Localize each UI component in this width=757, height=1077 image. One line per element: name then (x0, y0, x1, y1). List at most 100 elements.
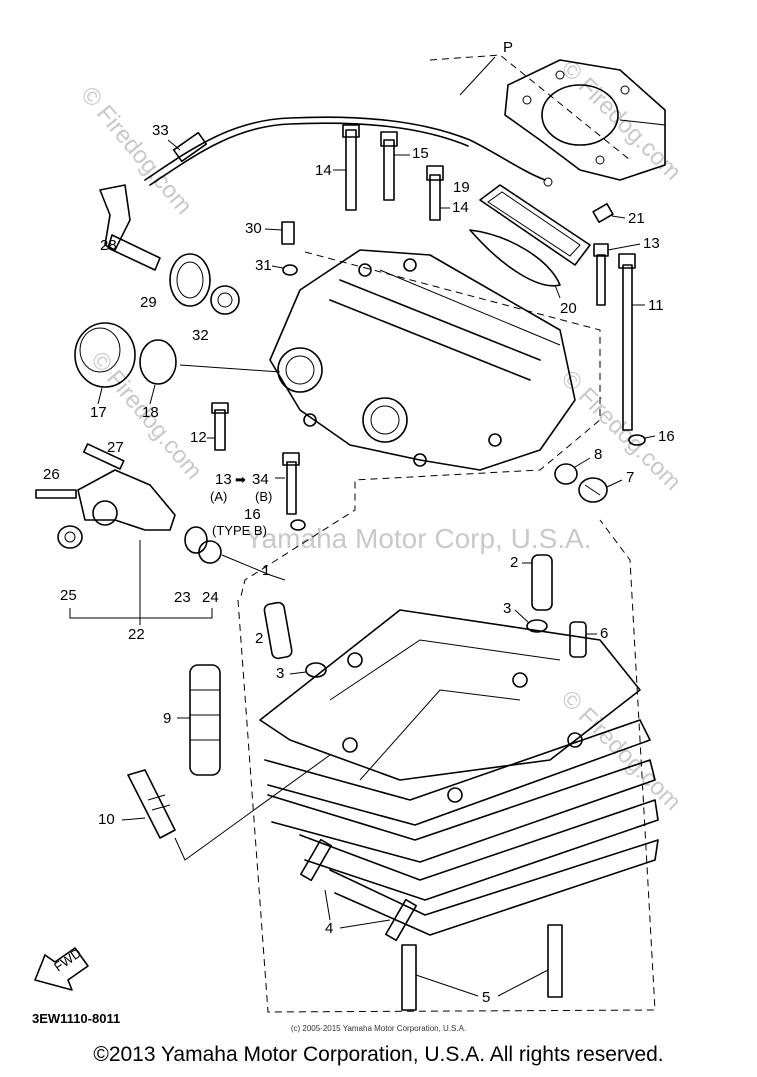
callout-14a: 14 (315, 162, 332, 179)
gasket-outline (504, 59, 666, 181)
cover-boss-2 (403, 258, 417, 272)
camshaft-bore-left (277, 347, 323, 393)
callout-4: 4 (325, 920, 333, 937)
callout-29: 29 (140, 294, 157, 311)
cover-boss-4 (303, 413, 317, 427)
callout-34: 34 (252, 471, 269, 488)
callout-p: P (503, 39, 513, 56)
cylinder-head: 1 (259, 562, 659, 936)
bolt-15 (383, 139, 395, 201)
top-bolts: 14 15 14 30 31 (245, 124, 469, 276)
callout-17: 17 (90, 404, 107, 421)
spark-plug-10-hex (147, 794, 171, 811)
gasket-tab (619, 119, 666, 150)
guide-2-left (263, 601, 293, 660)
small-copyright: (c) 2005-2015 Yamaha Motor Corporation, … (290, 1024, 467, 1033)
cover-gasket: 19 20 21 (453, 179, 645, 317)
bolt-14a (345, 129, 357, 211)
bolt-26 (35, 489, 77, 499)
callout-18: 18 (142, 404, 159, 421)
callout-16a: 16 (658, 428, 675, 445)
bolt-14a-head (342, 124, 360, 138)
head-gasket-p: P (459, 39, 666, 181)
fwd-label: FWD (51, 945, 84, 974)
callout-3a: 3 (276, 665, 284, 682)
plug-assembly: 8 7 (554, 446, 634, 503)
guide-2-right (531, 554, 553, 611)
head-boss-4 (567, 732, 583, 748)
callout-a: (A) (210, 489, 227, 504)
cover-boss-5 (413, 453, 427, 467)
seal-32-inner (217, 292, 233, 308)
leader-13a (607, 243, 641, 251)
head-boss-3 (447, 787, 463, 803)
cable-outer (149, 122, 469, 186)
bolt-12-group: 12 (190, 402, 229, 451)
stud-4a (300, 838, 332, 882)
callout-11: 11 (648, 297, 664, 314)
cover-body (269, 249, 576, 471)
watermark-firedog-top: © Firedog.com (75, 82, 197, 220)
lever-shaft (107, 234, 161, 271)
gasket-boundary (429, 54, 631, 161)
cover-ridge-2 (329, 299, 531, 381)
callout-16b: 16 (244, 506, 261, 523)
leader-21 (611, 215, 626, 219)
cover-ridge-3 (379, 269, 561, 346)
callout-2a: 2 (255, 630, 263, 647)
cap-17 (74, 322, 136, 388)
callout-10: 10 (98, 811, 115, 828)
head-boundary (237, 519, 656, 1013)
callout-24: 24 (202, 589, 219, 606)
gasket-bore (541, 84, 619, 146)
callout-typeb: (TYPE B) (212, 523, 267, 538)
callout-15: 15 (412, 145, 429, 162)
cover-ridge-1 (339, 279, 541, 361)
callout-31: 31 (255, 257, 272, 274)
leader-1 (269, 574, 286, 581)
callout-3b: 3 (503, 600, 511, 617)
callout-25: 25 (60, 587, 77, 604)
bolt-15-head (380, 131, 398, 147)
callout-30: 30 (245, 220, 262, 237)
callout-6: 6 (600, 625, 608, 642)
callout-12: 12 (190, 429, 207, 446)
leader-5 (415, 969, 549, 997)
leader-7 (606, 479, 623, 488)
plug-7-slot (584, 484, 601, 496)
housing-body (77, 469, 176, 531)
head-cover (269, 249, 576, 471)
cap-17-top (79, 327, 121, 373)
callout-21: 21 (628, 210, 645, 227)
callout-28: 28 (100, 237, 117, 254)
bolt-13b-head (282, 452, 300, 466)
cap-assembly: 17 18 (74, 322, 281, 421)
oring-20 (469, 229, 561, 287)
leader-17 (97, 387, 103, 405)
housing-port (92, 500, 118, 526)
leader-3b (514, 609, 529, 623)
callout-7: 7 (626, 469, 634, 486)
gasket-19 (479, 184, 591, 266)
bolt-12-head (211, 402, 229, 414)
camshaft-bore-left-inner (285, 355, 315, 385)
leader-cap-to-head (179, 364, 281, 373)
cover-boss-1 (358, 263, 372, 277)
gasket-hole-4 (595, 155, 605, 165)
gasket-19-inner (487, 191, 581, 257)
parts-diagram: © Firedog.com © Firedog.com © Firedog.co… (34, 39, 686, 1013)
bolt-14b (429, 174, 441, 221)
watermark-center: Yamaha Motor Corp, U.S.A. (245, 523, 592, 554)
guides: 2 2 3 3 6 (255, 554, 608, 682)
bolt-11 (622, 264, 633, 431)
leader-3a (289, 671, 307, 675)
callout-13a: 13 (643, 235, 660, 252)
leader-10-head (174, 754, 331, 861)
long-bolts-right: 13 11 16 (593, 235, 675, 446)
head-boss-2 (512, 672, 528, 688)
housing-assembly: 27 26 25 23 24 22 (35, 439, 271, 643)
callout-2b: 2 (510, 554, 518, 571)
assembly-boundaries (237, 54, 656, 1013)
cable-adjuster (172, 131, 208, 163)
leader-24-head (221, 554, 271, 576)
